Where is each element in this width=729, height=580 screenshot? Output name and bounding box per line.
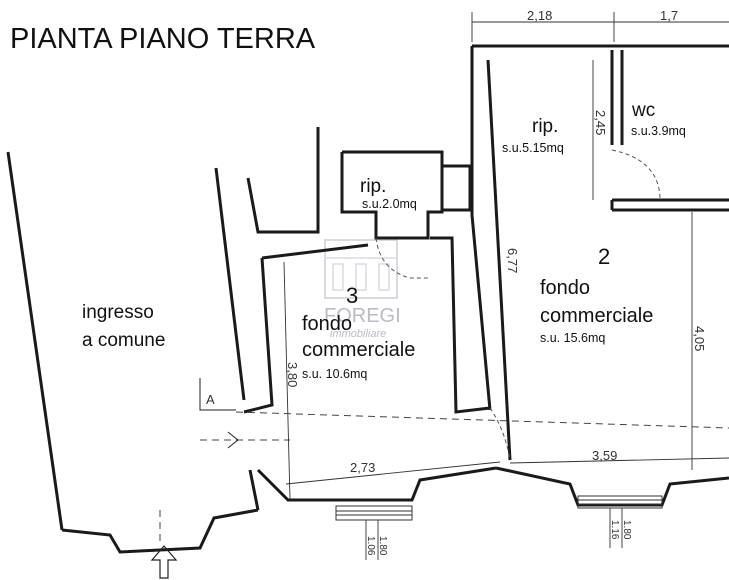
dim-line-fondo2-width (509, 457, 729, 464)
fondo3-area: s.u. 10.6mq (302, 367, 367, 381)
dim-window2-b: 1.80 (621, 520, 632, 540)
fondo2-label-line1: fondo (540, 277, 590, 299)
dim-fondo2-right: 4,05 (692, 326, 707, 351)
rip-small-label: rip. (360, 176, 386, 197)
fondo3-left-wall (261, 243, 369, 260)
fondo2-left-wall (470, 46, 492, 411)
rip-small-wall (340, 150, 444, 240)
section-marker-label: A (206, 392, 215, 407)
dim-top-right: 1,7 (660, 8, 678, 23)
fondo3-number: 3 (346, 283, 358, 308)
fondo3-label-line2: commerciale (302, 339, 415, 361)
stair-block-wall (246, 127, 320, 234)
rip-top-left-wall (486, 59, 512, 461)
fondo2-number: 2 (598, 244, 610, 269)
wc-door-swing (611, 149, 661, 201)
window-left (335, 505, 413, 521)
dim-window1-a: 1.06 (365, 536, 376, 556)
fondo2-door-swing (489, 407, 511, 461)
dim-fondo3-width: 2,73 (350, 460, 375, 475)
fondo2-label-line2: commerciale (540, 305, 653, 327)
dim-window1-b: 1.80 (377, 536, 388, 556)
entrance-arrow-icon (150, 545, 178, 579)
ingresso-label-line1: ingresso (82, 302, 154, 323)
window-right (577, 495, 663, 509)
rip-small-area: s.u.2.0mq (362, 197, 417, 211)
ingresso-label-line2: a comune (82, 330, 165, 351)
front-facade-mid (336, 466, 497, 502)
section-line (235, 411, 729, 429)
fondo2-area: s.u. 15.6mq (540, 331, 605, 345)
plan-title: PIANTA PIANO TERRA (10, 23, 316, 55)
fondo3-label-line1: fondo (302, 313, 352, 335)
rip-top-area: s.u.5.15mq (502, 141, 564, 155)
rip-top-label: rip. (532, 116, 558, 137)
dim-rip-height: 2,45 (593, 110, 608, 135)
dim-window2-a: 1.16 (609, 520, 620, 540)
fondo3-inner-wall (430, 236, 491, 414)
watermark-name: FOREGI (324, 305, 401, 327)
dim-fondo2-width: 3,59 (592, 448, 617, 463)
left-outer-wall (6, 151, 64, 531)
section-marker-bracket (199, 378, 236, 411)
dim-line-fondo3-height (283, 261, 291, 501)
fondo3-left-wall-vertical (243, 257, 274, 414)
watermark-logo (324, 239, 398, 299)
dim-line-fondo3-width (285, 461, 501, 485)
front-facade (495, 466, 729, 507)
arrow-right-icon (227, 431, 239, 449)
wc-area: s.u.3.9mq (631, 124, 686, 138)
ingresso-right-wall-lower (248, 469, 260, 511)
dim-top-left: 2,18 (527, 8, 552, 23)
rip-small-door-swing (375, 237, 430, 279)
ingresso-right-wall (214, 167, 246, 401)
rip-small-annex (440, 164, 472, 212)
watermark-subtitle: immobiliare (330, 328, 386, 340)
dim-fondo3-height: 3,80 (285, 362, 300, 387)
fondo3-lower-left-wall (256, 468, 336, 502)
wc-label: wc (631, 100, 655, 121)
dim-fondo2-depth: 6,77 (505, 248, 520, 273)
